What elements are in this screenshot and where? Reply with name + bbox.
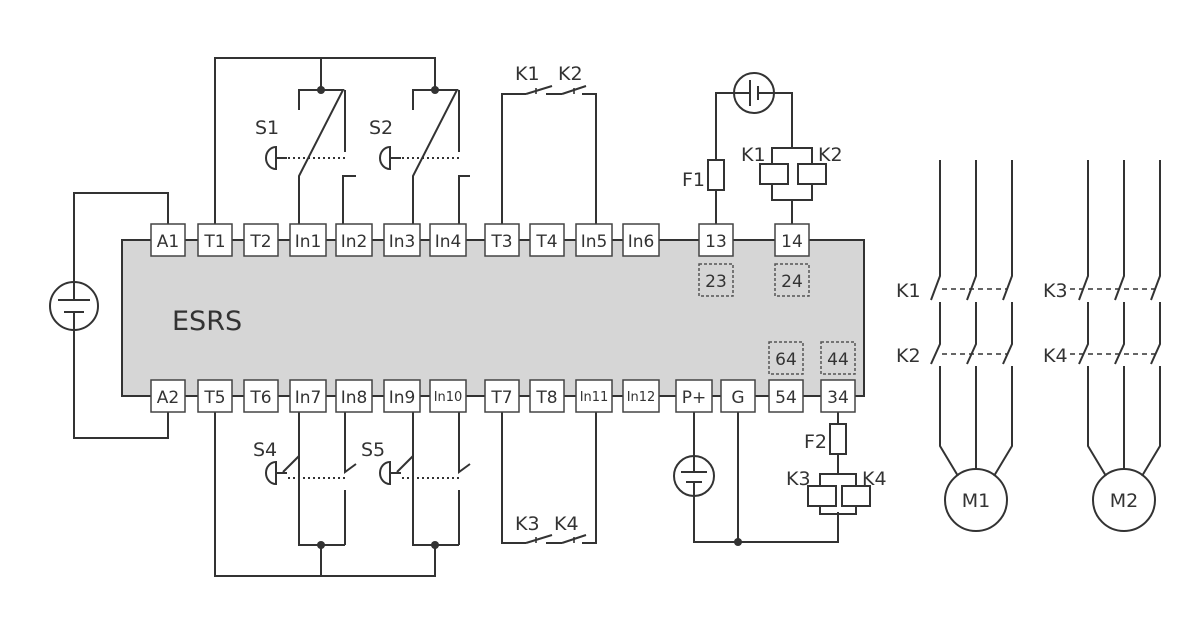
svg-text:T1: T1 (203, 232, 225, 252)
contact-label-k4-bottom: K4 (554, 513, 579, 535)
switch-label-s4: S4 (253, 439, 277, 461)
svg-text:In7: In7 (295, 388, 322, 408)
bottom-terminal-row: A2 T5 T6 In7 In8 In9 In10 T7 T8 In11 In1… (150, 379, 856, 413)
aux-terminal-44: 44 (820, 341, 856, 375)
svg-text:In1: In1 (295, 232, 322, 252)
terminal-13: 13 (698, 223, 734, 257)
svg-text:13: 13 (705, 232, 727, 252)
supply-a1-a2 (49, 192, 169, 439)
terminal-in12: In12 (622, 379, 660, 413)
esrs-module-body (121, 239, 865, 397)
terminal-in4: In4 (429, 223, 467, 257)
terminal-in11: In11 (575, 379, 613, 413)
svg-text:T5: T5 (203, 388, 225, 408)
terminal-54: 54 (768, 379, 804, 413)
svg-text:A1: A1 (157, 232, 179, 252)
motor-m1-contactor-k1: K1 (896, 280, 921, 302)
svg-text:23: 23 (705, 272, 727, 292)
terminal-a1: A1 (150, 223, 186, 257)
svg-text:In9: In9 (389, 388, 416, 408)
svg-text:24: 24 (781, 272, 803, 292)
svg-text:T2: T2 (249, 232, 271, 252)
terminal-t5: T5 (197, 379, 233, 413)
top-terminal-row: A1 T1 T2 In1 In2 In3 In4 T3 T4 In5 In6 1… (150, 223, 810, 257)
terminal-g: G (720, 379, 756, 413)
svg-text:In3: In3 (389, 232, 416, 252)
coil-label-k3: K3 (786, 468, 811, 490)
contact-label-k3-bottom: K3 (515, 513, 540, 535)
svg-text:In11: In11 (580, 390, 609, 405)
aux-terminal-23: 23 (698, 263, 734, 297)
svg-text:T8: T8 (535, 388, 557, 408)
svg-text:T6: T6 (249, 388, 271, 408)
terminal-a2: A2 (150, 379, 186, 413)
output-34-circuit (673, 412, 871, 546)
svg-text:T7: T7 (490, 388, 512, 408)
top-estop-circuit (214, 57, 470, 224)
terminal-34: 34 (820, 379, 856, 413)
terminal-in5: In5 (575, 223, 613, 257)
svg-text:64: 64 (775, 350, 797, 370)
coil-label-k2: K2 (818, 144, 843, 166)
svg-text:34: 34 (827, 388, 849, 408)
motor-m1-circuit (930, 160, 1013, 532)
svg-text:T3: T3 (490, 232, 512, 252)
svg-text:P+: P+ (682, 388, 707, 408)
svg-text:In12: In12 (627, 390, 656, 405)
aux-terminal-24: 24 (774, 263, 810, 297)
svg-text:44: 44 (827, 350, 849, 370)
switch-label-s5: S5 (361, 439, 385, 461)
terminal-t1: T1 (197, 223, 233, 257)
switch-label-s2: S2 (369, 117, 393, 139)
motor-m2-label: M2 (1110, 490, 1138, 512)
coil-label-k4: K4 (862, 468, 887, 490)
module-title: ESRS (172, 306, 242, 337)
motor-m2-contactor-k3: K3 (1043, 280, 1068, 302)
svg-text:In2: In2 (341, 232, 368, 252)
svg-text:T4: T4 (535, 232, 557, 252)
fuse-label-f2: F2 (804, 431, 827, 453)
terminal-in3: In3 (383, 223, 421, 257)
terminal-in1: In1 (289, 223, 327, 257)
svg-text:In10: In10 (434, 390, 463, 405)
svg-text:G: G (731, 388, 744, 408)
terminal-14: 14 (774, 223, 810, 257)
terminal-t3: T3 (484, 223, 520, 257)
svg-text:In5: In5 (581, 232, 608, 252)
svg-text:14: 14 (781, 232, 803, 252)
terminal-p-plus: P+ (675, 379, 713, 413)
motor-m1-label: M1 (962, 490, 990, 512)
fuse-label-f1: F1 (682, 169, 705, 191)
svg-text:In8: In8 (341, 388, 368, 408)
svg-text:In4: In4 (435, 232, 462, 252)
svg-text:54: 54 (775, 388, 797, 408)
top-feedback-loop (501, 85, 597, 224)
motor-m2-circuit (1070, 160, 1161, 532)
terminal-in2: In2 (335, 223, 373, 257)
output-13-14-circuit (707, 72, 827, 224)
svg-text:In6: In6 (628, 232, 655, 252)
terminal-in8: In8 (335, 379, 373, 413)
switch-label-s1: S1 (255, 117, 279, 139)
motor-m1-contactor-k2: K2 (896, 345, 921, 367)
terminal-in7: In7 (289, 379, 327, 413)
terminal-t6: T6 (243, 379, 279, 413)
bottom-estop-circuit (214, 412, 471, 577)
terminal-t4: T4 (529, 223, 565, 257)
coil-label-k1: K1 (741, 144, 766, 166)
contact-label-k2-top: K2 (558, 63, 583, 85)
terminal-t8: T8 (529, 379, 565, 413)
aux-terminal-64: 64 (768, 341, 804, 375)
terminal-in10: In10 (429, 379, 467, 413)
terminal-in6: In6 (622, 223, 660, 257)
contact-label-k1-top: K1 (515, 63, 540, 85)
motor-m2-contactor-k4: K4 (1043, 345, 1068, 367)
terminal-t7: T7 (484, 379, 520, 413)
terminal-in9: In9 (383, 379, 421, 413)
bottom-feedback-loop (501, 412, 597, 544)
svg-text:A2: A2 (157, 388, 179, 408)
terminal-t2: T2 (243, 223, 279, 257)
